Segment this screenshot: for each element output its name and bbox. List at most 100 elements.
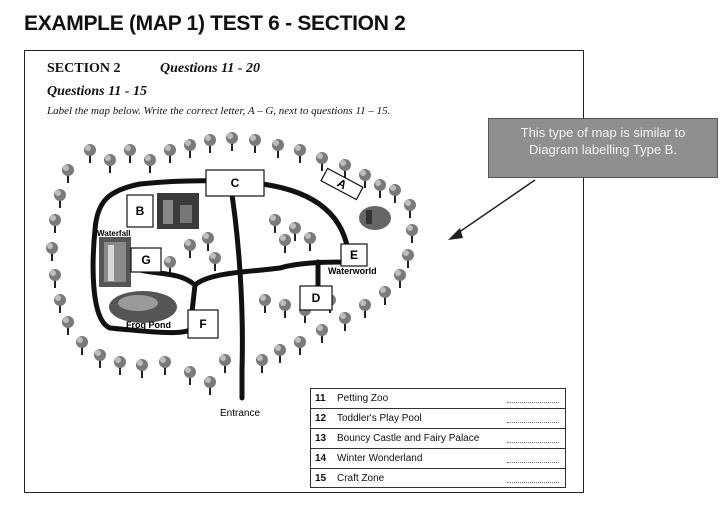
answer-blank[interactable] (507, 414, 559, 423)
tree-icon (136, 359, 148, 378)
tree-icon (184, 366, 196, 385)
tree-icon (219, 354, 231, 373)
letter-label: C (231, 176, 240, 190)
letter-box-e: E (340, 243, 368, 267)
letter-label: D (312, 291, 321, 305)
section-label: SECTION 2 (47, 61, 121, 76)
question-number: 12 (315, 413, 327, 424)
tree-icon (389, 184, 401, 203)
tree-icon (406, 224, 418, 243)
answer-blank[interactable] (507, 454, 559, 463)
tree-icon (114, 356, 126, 375)
entrance-path (227, 179, 245, 401)
tree-icon (62, 164, 74, 183)
tree-icon (316, 152, 328, 171)
waterfall-picture (99, 237, 131, 287)
tree-icon (274, 344, 286, 363)
tree-icon (76, 336, 88, 355)
letter-boxes: A B C D E F G (126, 167, 368, 339)
tree-icon (46, 242, 58, 261)
letter-box-c: C (205, 169, 265, 197)
tree-icon (84, 144, 96, 163)
tree-icon (359, 299, 371, 318)
arrow-icon (448, 179, 536, 240)
tree-icon (209, 252, 221, 271)
letter-box-g: G (130, 247, 162, 273)
tree-icon (184, 239, 196, 258)
tree-icon (294, 144, 306, 163)
tree-icon (289, 222, 301, 241)
letter-label: G (141, 253, 150, 267)
tree-icon (54, 189, 66, 208)
tree-icon (144, 154, 156, 173)
question-number: 13 (315, 433, 327, 444)
question-label: Bouncy Castle and Fairy Palace (337, 433, 480, 444)
explanation-note: This type of map is similar to Diagram l… (488, 118, 718, 178)
question-number: 11 (315, 393, 326, 404)
question-label: Petting Zoo (337, 393, 389, 404)
letter-label: F (199, 317, 206, 331)
tree-icon (304, 232, 316, 251)
instructions: Label the map below. Write the correct l… (47, 105, 391, 117)
tree-icon (279, 299, 291, 318)
tree-icon (54, 294, 66, 313)
answer-blank[interactable] (507, 394, 559, 403)
frog-pond-picture (109, 291, 177, 323)
tree-icon (49, 214, 61, 233)
tree-icon (379, 286, 391, 305)
tree-icon (94, 349, 106, 368)
letter-label: B (136, 204, 145, 218)
page-title: EXAMPLE (MAP 1) TEST 6 - SECTION 2 (24, 12, 406, 35)
letter-box-d: D (299, 285, 333, 311)
tree-icon (394, 269, 406, 288)
letter-box-f: F (187, 309, 219, 339)
tree-icon (164, 144, 176, 163)
answer-blank[interactable] (507, 474, 559, 483)
tree-icon (279, 234, 291, 253)
answer-blank[interactable] (507, 434, 559, 443)
tree-icon (226, 132, 238, 151)
tree-icon (256, 354, 268, 373)
frog-pond-label: Frog Pond (126, 320, 171, 330)
question-frame (24, 50, 584, 493)
tree-icon (259, 294, 271, 313)
tree-icon (359, 169, 371, 188)
tree-icon (124, 144, 136, 163)
tree-icon (159, 356, 171, 375)
tree-icon (269, 214, 281, 233)
tree-icon (339, 159, 351, 178)
entrance-label: Entrance (220, 408, 260, 419)
tree-icon (184, 139, 196, 158)
tree-icon (249, 134, 261, 153)
questions-range: Questions 11 - 20 (160, 61, 260, 76)
castle-picture (157, 193, 199, 229)
waterworld-label: Waterworld (328, 266, 377, 276)
tree-icon (204, 376, 216, 395)
tree-icon (164, 256, 176, 275)
tree-icon (204, 134, 216, 153)
tree-icon (404, 199, 416, 218)
tree-icon (202, 232, 214, 251)
sub-questions-range: Questions 11 - 15 (47, 84, 147, 99)
tree-icon (402, 249, 414, 268)
question-number: 14 (315, 453, 327, 464)
question-number: 15 (315, 473, 327, 484)
letter-box-a: A (320, 167, 364, 201)
tree-icon (316, 324, 328, 343)
tree-icon (49, 269, 61, 288)
tree-icon (272, 139, 284, 158)
tree-icon (104, 154, 116, 173)
tree-icon (374, 179, 386, 198)
question-row: 13 Bouncy Castle and Fairy Palace (311, 429, 565, 449)
letter-box-b: B (126, 194, 154, 228)
tree-icon (294, 336, 306, 355)
waterworld-picture (359, 206, 391, 230)
letter-label: E (350, 248, 358, 262)
question-row: 11 Petting Zoo (311, 389, 565, 409)
tree-icon (339, 312, 351, 331)
